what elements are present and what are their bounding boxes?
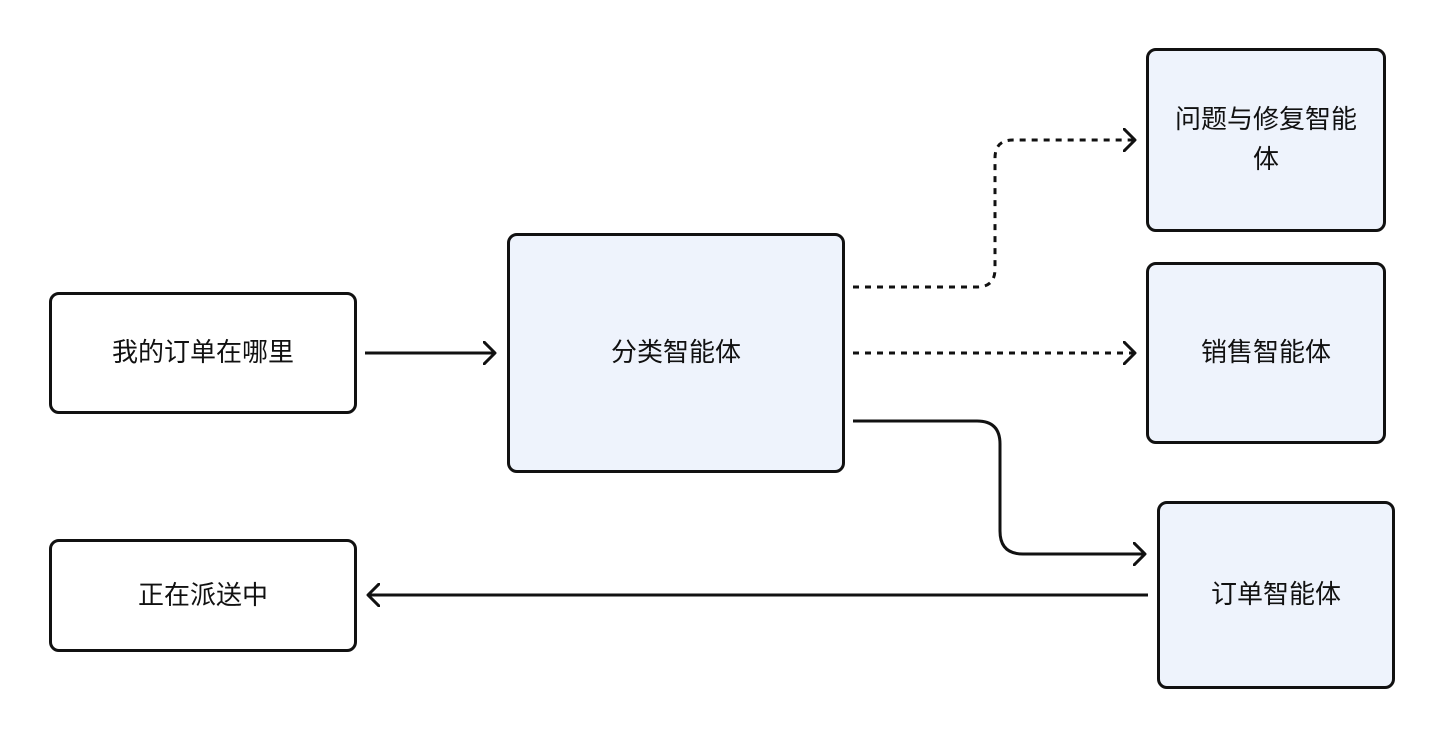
repair-agent-node: 问题与修复智能体 bbox=[1146, 48, 1386, 232]
order-agent-label: 订单智能体 bbox=[1210, 580, 1341, 610]
sales-agent-label: 销售智能体 bbox=[1200, 338, 1331, 368]
repair-agent-label: 问题与修复智能体 bbox=[1174, 105, 1357, 175]
classifier-agent-node: 分类智能体 bbox=[507, 233, 845, 473]
edge-classifier-to-repair bbox=[853, 140, 1135, 289]
response-node: 正在派送中 bbox=[49, 539, 357, 652]
classifier-agent-label: 分类智能体 bbox=[610, 338, 741, 368]
order-agent-node: 订单智能体 bbox=[1157, 501, 1395, 689]
response-label: 正在派送中 bbox=[137, 580, 268, 611]
sales-agent-node: 销售智能体 bbox=[1146, 262, 1386, 444]
user-query-label: 我的订单在哪里 bbox=[111, 338, 294, 368]
edge-classifier-to-order bbox=[853, 419, 1145, 554]
user-query-node: 我的订单在哪里 bbox=[49, 292, 357, 414]
